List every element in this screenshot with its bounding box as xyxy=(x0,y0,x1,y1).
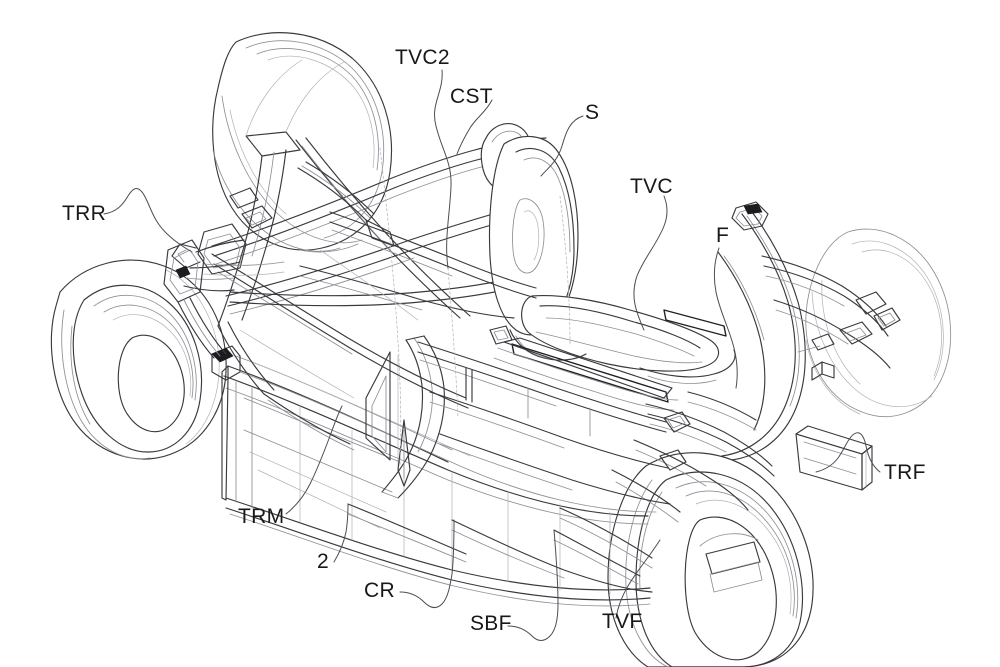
leader-line-trr xyxy=(103,188,193,253)
construction-lines xyxy=(239,59,571,467)
reference-label-2: 2 xyxy=(317,550,329,573)
leader-line-sbf xyxy=(507,529,559,641)
reference-label-tvf: TVF xyxy=(602,610,643,633)
leader-line-trm xyxy=(285,405,343,515)
reference-label-s: S xyxy=(585,101,599,124)
leader-line-2 xyxy=(333,503,349,563)
front-bulkhead-hoop xyxy=(717,201,901,491)
front-right-wheel-lower xyxy=(607,452,814,667)
leader-line-tvf xyxy=(615,539,661,619)
reference-label-cr: CR xyxy=(364,579,395,602)
leader-line-trf xyxy=(815,432,881,473)
reference-label-tvc: TVC xyxy=(630,175,673,198)
reference-label-cst: CST xyxy=(450,85,493,108)
reference-label-trf: TRF xyxy=(884,461,926,484)
cst-cross-struts xyxy=(299,211,537,319)
leader-line-tvc2 xyxy=(434,69,452,269)
mid-diagonal-braces xyxy=(417,341,691,505)
reference-label-sbf: SBF xyxy=(470,612,512,635)
reference-label-trr: TRR xyxy=(62,202,106,225)
reference-label-tvc2: TVC2 xyxy=(395,46,450,69)
chassis-floor-assembly xyxy=(211,345,657,607)
label-leader-lines xyxy=(103,69,881,641)
leader-line-cr xyxy=(399,519,455,609)
reference-label-trm: TRM xyxy=(238,505,284,528)
rear-suspension-assembly xyxy=(163,239,285,359)
center-tunnel-structure xyxy=(365,335,445,499)
driver-seat xyxy=(480,123,736,411)
leader-line-s xyxy=(540,115,584,177)
leader-line-tvc xyxy=(633,195,668,331)
lower-front-cross-members xyxy=(347,503,653,593)
reference-label-f: F xyxy=(716,224,729,247)
front-lower-structure xyxy=(559,391,775,569)
rear-left-wheel-upper xyxy=(212,32,393,253)
leader-line-f xyxy=(713,247,738,389)
leader-line-cst xyxy=(456,99,493,155)
